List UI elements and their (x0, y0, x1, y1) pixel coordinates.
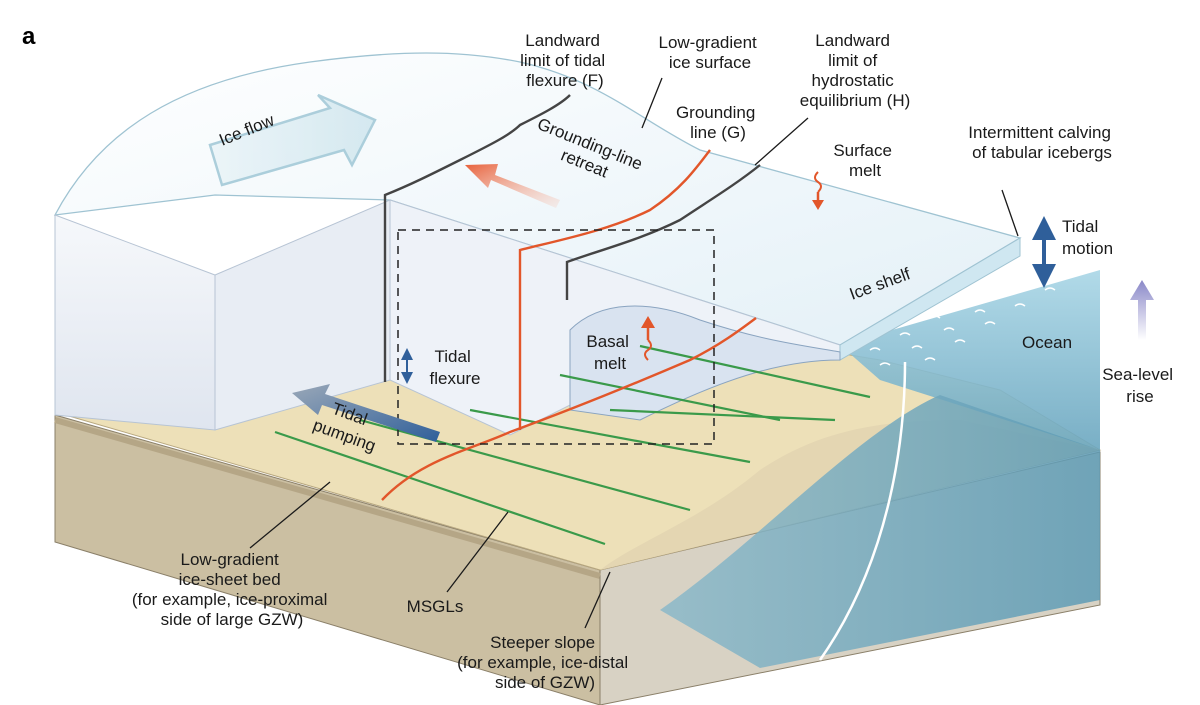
ice-front-left (54, 214, 216, 431)
low-gradient-bed-label: Low-gradient ice-sheet bed (for example,… (132, 550, 332, 629)
landward-hydrostatic-label: Landward limit of hydrostatic equilibriu… (800, 31, 911, 110)
bed-front-face (54, 414, 601, 705)
ocean-body (660, 270, 1100, 668)
zone-lines (381, 94, 761, 501)
basal-melt-label: Basal melt (586, 332, 633, 373)
grounding-line-bed (381, 317, 757, 501)
surface-melt-label: Surface melt (833, 141, 896, 180)
inset-box (397, 229, 715, 445)
tidal-pumping-arrow (292, 384, 440, 442)
grounding-line-G (518, 149, 711, 430)
tidal-motion-label: Tidal motion (1062, 217, 1113, 258)
hydrostatic-line-H (565, 164, 761, 300)
low-gradient-surface-label: Low-gradient ice surface (658, 33, 761, 72)
ocean-top (840, 270, 1100, 450)
sea-level-arrow (1130, 280, 1154, 340)
leader-lines (249, 77, 1019, 629)
msgls-label: MSGLs (407, 597, 464, 616)
grounding-line-label: Grounding line (G) (676, 103, 760, 142)
ice-flow-arrow (208, 93, 377, 187)
sea-level-rise-label: Sea-level rise (1102, 365, 1178, 406)
steeper-slope-label: Steeper slope (for example, ice-distal s… (457, 633, 633, 692)
basal-melt-arrow (641, 316, 655, 361)
surface-melt-arrow (812, 171, 824, 210)
landward-flexure-label: Landward limit of tidal flexure (F) (520, 31, 610, 90)
calving-label: Intermittent calving of tabular icebergs (968, 123, 1115, 162)
ocean-label: Ocean (1022, 333, 1072, 352)
flexure-line-F (383, 94, 571, 382)
tidal-flexure-label: Tidal flexure (429, 347, 480, 388)
panel-label: a (22, 23, 36, 50)
retreat-arrow (465, 164, 560, 208)
